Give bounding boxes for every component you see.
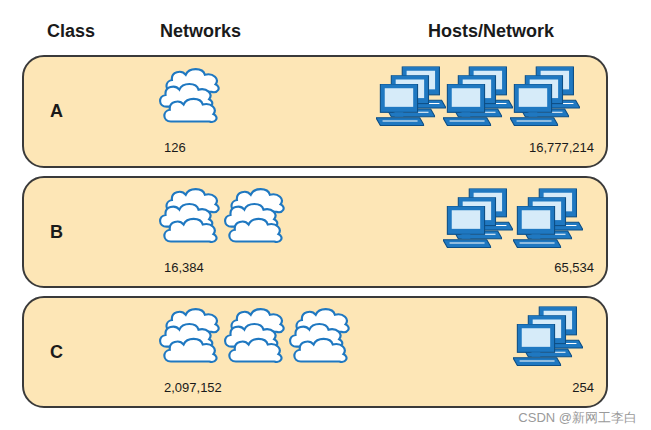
computer-icon xyxy=(513,306,583,365)
cloud-icon xyxy=(160,189,219,242)
class-letter: A xyxy=(50,101,63,122)
computer-icon xyxy=(510,66,580,125)
cloud-icon xyxy=(290,309,349,362)
class-band: B 16,384 65,534 xyxy=(22,176,608,288)
host-count: 16,777,214 xyxy=(529,141,594,156)
watermark: CSDN @新网工李白 xyxy=(518,411,637,426)
computer-icon xyxy=(513,188,583,247)
cloud-icon xyxy=(160,69,219,122)
computer-icon xyxy=(443,66,513,125)
network-count: 126 xyxy=(164,141,186,156)
column-header: Class xyxy=(47,21,95,42)
cloud-icon xyxy=(225,309,284,362)
class-band: A 126 16,777,214 xyxy=(22,55,608,168)
network-count: 16,384 xyxy=(164,261,204,276)
column-header: Hosts/Network xyxy=(428,21,554,42)
host-count: 65,534 xyxy=(554,261,594,276)
host-count: 254 xyxy=(572,381,594,396)
class-letter: B xyxy=(50,222,63,243)
cloud-icon xyxy=(225,189,284,242)
computer-icon xyxy=(376,66,446,125)
network-count: 2,097,152 xyxy=(164,381,222,396)
class-band: C 2,097,152 254 xyxy=(22,296,608,408)
column-header: Networks xyxy=(160,21,241,42)
cloud-icon xyxy=(160,309,219,362)
computer-icon xyxy=(443,188,513,247)
class-letter: C xyxy=(50,342,63,363)
